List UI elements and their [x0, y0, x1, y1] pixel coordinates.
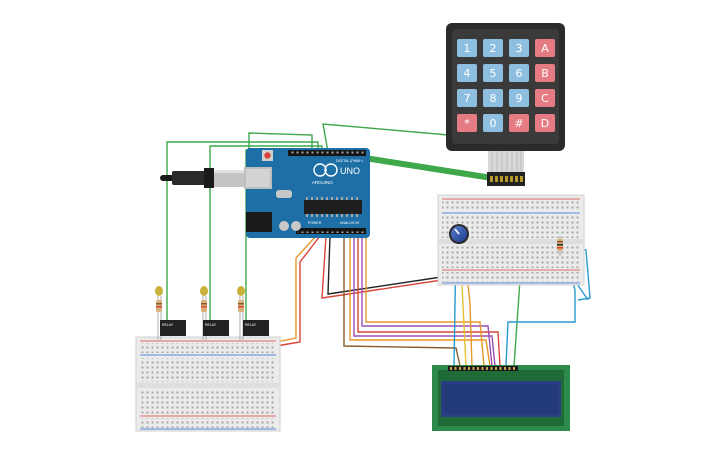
keypad-key-5[interactable]: 5 — [483, 64, 503, 82]
keypad-key-face[interactable] — [457, 64, 477, 82]
keypad-key-face[interactable] — [483, 89, 503, 107]
resistor-icon — [238, 300, 244, 312]
analog-header[interactable] — [298, 229, 364, 233]
reset-button-icon[interactable] — [262, 150, 273, 161]
arduino-model-label: UNO — [340, 166, 360, 176]
keypad-key-face[interactable] — [483, 64, 503, 82]
keypad-key-A[interactable]: A — [535, 39, 555, 57]
atmega-chip — [304, 200, 362, 214]
keypad-key-label: 3 — [516, 42, 523, 55]
keypad-key-label: 9 — [516, 92, 523, 105]
keypad-key-#[interactable]: # — [509, 114, 529, 132]
relay-icon[interactable]: RELAY — [160, 320, 186, 336]
keypad-key-*[interactable]: * — [457, 114, 477, 132]
resistor-icon — [557, 236, 563, 256]
keypad-key-label: C — [541, 92, 549, 105]
led-group — [155, 286, 245, 340]
keypad-key-label: 2 — [490, 42, 497, 55]
keypad-key-face[interactable] — [509, 114, 529, 132]
relay-group: RELAY RELAY RELAY — [160, 320, 269, 336]
keypad-key-label: 4 — [464, 67, 471, 80]
keypad-key-9[interactable]: 9 — [509, 89, 529, 107]
keypad-key-face[interactable] — [509, 89, 529, 107]
keypad-key-label: 8 — [490, 92, 497, 105]
power-label: POWER — [308, 221, 322, 225]
keypad-key-face[interactable] — [535, 64, 555, 82]
keypad-key-face[interactable] — [509, 64, 529, 82]
lcd-16x2[interactable] — [432, 365, 570, 431]
keypad-key-6[interactable]: 6 — [509, 64, 529, 82]
keypad-key-label: 6 — [516, 67, 523, 80]
keypad-key-B[interactable]: B — [535, 64, 555, 82]
keypad-key-face[interactable] — [457, 89, 477, 107]
keypad-key-3[interactable]: 3 — [509, 39, 529, 57]
keypad-key-face[interactable] — [535, 114, 555, 132]
keypad-key-label: # — [514, 117, 523, 130]
keypad-key-face[interactable] — [457, 39, 477, 57]
digital-label: DIGITAL (PWM~) — [336, 159, 363, 163]
keypad-key-face[interactable] — [509, 39, 529, 57]
keypad-key-1[interactable]: 1 — [457, 39, 477, 57]
keypad-key-label: 1 — [464, 42, 471, 55]
potentiometer-icon[interactable] — [449, 224, 469, 244]
keypad-keys[interactable]: 1 2 3 A 4 5 6 B 7 8 9 C * 0 # D — [457, 39, 555, 132]
keypad-key-label: B — [541, 67, 549, 80]
resistor-icon — [156, 300, 162, 312]
keypad-ribbon — [487, 150, 525, 186]
digital-header[interactable] — [290, 151, 364, 155]
keypad[interactable]: 1 2 3 A 4 5 6 B 7 8 9 C * 0 # D — [446, 23, 565, 186]
svg-text:RELAY: RELAY — [162, 323, 174, 327]
keypad-key-label: D — [541, 117, 549, 130]
usb-cable-icon — [160, 168, 244, 188]
arduino-uno[interactable]: UNO ARDUINO DIGITAL (PWM~) POWER ANALOG … — [160, 148, 370, 238]
keypad-key-face[interactable] — [535, 39, 555, 57]
keypad-key-C[interactable]: C — [535, 89, 555, 107]
keypad-key-face[interactable] — [457, 114, 477, 132]
keypad-key-label: * — [464, 117, 470, 130]
relay-icon[interactable]: RELAY — [203, 320, 229, 336]
keypad-key-7[interactable]: 7 — [457, 89, 477, 107]
keypad-key-label: 7 — [464, 92, 471, 105]
relay-icon[interactable]: RELAY — [243, 320, 269, 336]
keypad-key-label: 0 — [490, 117, 497, 130]
analog-label: ANALOG IN — [340, 221, 360, 225]
keypad-key-face[interactable] — [483, 114, 503, 132]
wires — [166, 123, 591, 367]
keypad-key-0[interactable]: 0 — [483, 114, 503, 132]
keypad-key-D[interactable]: D — [535, 114, 555, 132]
arduino-brand-label: ARDUINO — [312, 180, 333, 185]
keypad-key-label: A — [541, 42, 549, 55]
keypad-key-face[interactable] — [535, 89, 555, 107]
keypad-key-face[interactable] — [483, 39, 503, 57]
arduino-logo-icon — [313, 163, 338, 177]
svg-text:RELAY: RELAY — [205, 323, 217, 327]
svg-text:RELAY: RELAY — [245, 323, 257, 327]
keypad-key-label: 5 — [490, 67, 497, 80]
keypad-key-4[interactable]: 4 — [457, 64, 477, 82]
breadboard-left[interactable] — [135, 336, 281, 432]
resistor-icon — [201, 300, 207, 312]
arduino-board — [246, 148, 370, 238]
keypad-key-8[interactable]: 8 — [483, 89, 503, 107]
keypad-key-2[interactable]: 2 — [483, 39, 503, 57]
